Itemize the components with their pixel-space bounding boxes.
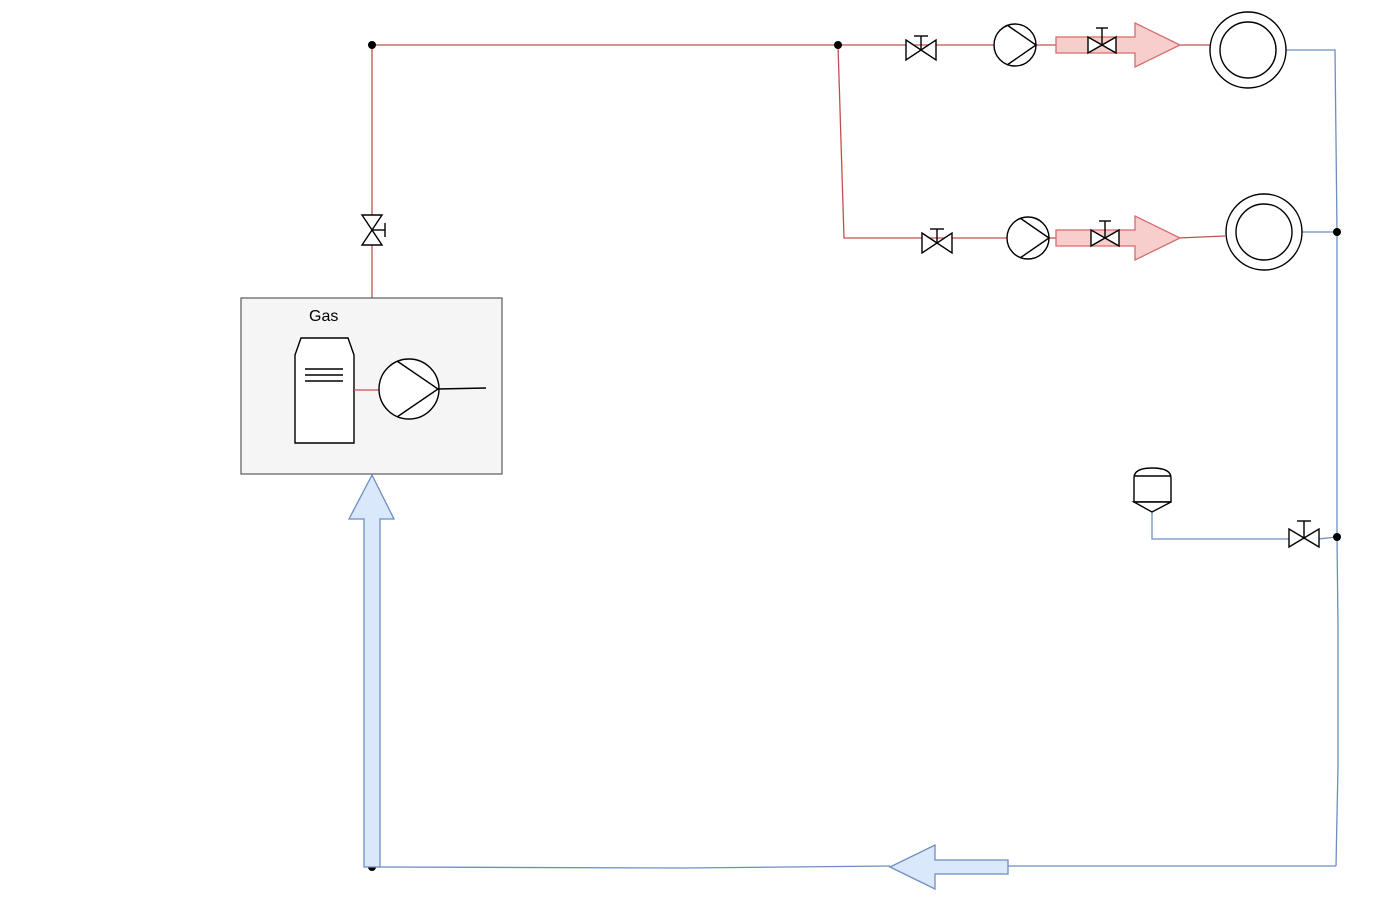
supply-branch-drop-pipe [837, 44, 1062, 239]
junction-dot [1333, 533, 1341, 541]
circulation-pump-icon [1006, 216, 1051, 260]
junction-dot [1333, 228, 1341, 236]
return-pipes [371, 49, 1339, 869]
flow-arrow-icon [1055, 21, 1182, 69]
return-main-vertical [1335, 232, 1339, 867]
junction-dot [368, 41, 376, 49]
junction-dots [368, 41, 1341, 871]
flow-arrow-icon [888, 843, 1009, 891]
supply-pipes [371, 44, 1226, 298]
supply-to-radiator-lower [1177, 235, 1226, 239]
gate-valve-icon [1288, 520, 1320, 549]
vessel-base-icon [1131, 501, 1172, 513]
gate-valve-icon [905, 35, 937, 62]
boiler-enclosure [240, 297, 503, 475]
gate-valve-icon [1087, 27, 1117, 55]
return-from-radiator-upper [1285, 49, 1338, 233]
circulation-pump-icon [378, 358, 487, 420]
circulation-pump-icon [993, 23, 1038, 67]
boiler-label: Gas [309, 308, 338, 325]
supply-riser-pipe [371, 44, 838, 298]
radiator-coil-icon [1209, 11, 1287, 89]
gate-valve-icon [1090, 220, 1120, 248]
expansion-vessel-icon [1133, 467, 1172, 503]
expansion-vessel [1131, 467, 1320, 549]
lower-branch [921, 193, 1303, 271]
gas-boiler-icon [294, 337, 355, 444]
upper-branch [905, 11, 1287, 89]
return-main-horizontal [371, 865, 1336, 869]
radiator-coil-icon [1225, 193, 1303, 271]
flow-arrow-icon [347, 473, 396, 868]
gate-valve-icon [360, 214, 386, 246]
gas-boiler: Gas [240, 297, 503, 475]
gate-valve-icon [921, 228, 953, 255]
junction-dot [834, 41, 842, 49]
